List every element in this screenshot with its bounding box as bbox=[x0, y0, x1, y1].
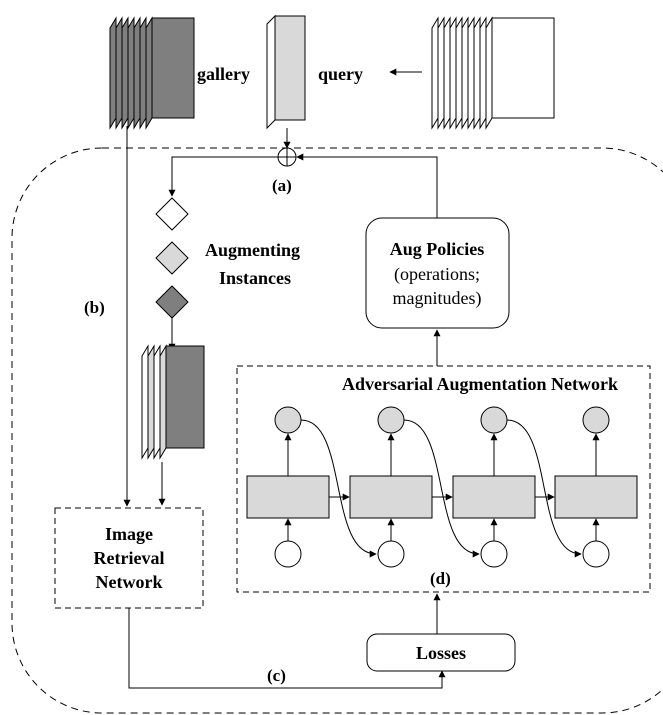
query-image bbox=[266, 14, 306, 130]
output-node bbox=[582, 406, 610, 434]
retrieval-to-losses-arrow bbox=[128, 608, 446, 689]
output-node bbox=[480, 406, 508, 434]
augmented-image-stack bbox=[141, 344, 205, 460]
query-label: query bbox=[318, 64, 363, 84]
stack-slab bbox=[141, 344, 149, 460]
aug-policies-line2: (operations; bbox=[394, 264, 480, 285]
source-image-stack bbox=[431, 16, 555, 130]
stack-slab bbox=[473, 16, 481, 130]
label-b: (b) bbox=[84, 298, 105, 317]
label-c: (c) bbox=[267, 666, 286, 685]
feedback-curve-arrow bbox=[403, 419, 480, 558]
feedback-curve-arrow bbox=[506, 419, 582, 558]
label-d: (d) bbox=[430, 569, 451, 588]
stack-slab bbox=[479, 16, 487, 130]
augmenting-label-line1: Augmenting bbox=[205, 240, 300, 260]
input-node bbox=[274, 540, 302, 568]
output-node bbox=[377, 406, 405, 434]
stack-front-face bbox=[151, 17, 195, 119]
output-node bbox=[274, 406, 302, 434]
retrieval-label-line1: Image bbox=[105, 524, 153, 544]
aug-policies-line3: magnitudes) bbox=[393, 288, 482, 309]
stack-slab bbox=[431, 16, 439, 130]
stack-slab bbox=[139, 16, 147, 130]
aug-policies-box bbox=[365, 217, 510, 329]
augmenting-label-line2: Instances bbox=[219, 268, 291, 288]
stack-slab bbox=[153, 344, 161, 460]
recurrent-cell bbox=[452, 475, 536, 519]
retrieval-label-line3: Network bbox=[96, 572, 163, 592]
label-a: (a) bbox=[272, 176, 292, 195]
losses-box bbox=[366, 633, 516, 672]
stack-front-face bbox=[491, 17, 555, 119]
outer-pipeline-region bbox=[11, 147, 663, 714]
policies-to-combine-arrow bbox=[296, 153, 438, 218]
lstm-chain bbox=[246, 406, 638, 568]
stack-slab bbox=[455, 16, 463, 130]
stack-slab bbox=[145, 16, 153, 130]
instance-diamond-dark bbox=[155, 285, 189, 319]
retrieval-label-line2: Retrieval bbox=[94, 548, 165, 568]
image-retrieval-network-box bbox=[54, 507, 204, 609]
gallery-image-stack bbox=[109, 16, 195, 130]
stack-slab bbox=[485, 16, 493, 130]
losses-label: Losses bbox=[416, 643, 466, 663]
feedback-curve-arrow bbox=[300, 419, 377, 558]
recurrent-cell bbox=[554, 475, 638, 519]
input-node bbox=[377, 540, 405, 568]
input-node bbox=[582, 540, 610, 568]
recurrent-cell bbox=[349, 475, 433, 519]
stack-front-face bbox=[165, 345, 205, 449]
stack-slab bbox=[133, 16, 141, 130]
stack-slab bbox=[109, 16, 117, 130]
stack-slab bbox=[127, 16, 135, 130]
instance-diamond-white bbox=[155, 197, 189, 231]
gallery-label: gallery bbox=[197, 64, 250, 84]
input-node bbox=[480, 540, 508, 568]
stack-slab bbox=[443, 16, 451, 130]
stack-slab bbox=[121, 16, 129, 130]
combine-operator bbox=[277, 147, 297, 167]
aug-policies-title: Aug Policies bbox=[390, 239, 485, 259]
stack-slab bbox=[449, 16, 457, 130]
stack-slab bbox=[467, 16, 475, 130]
recurrent-cell bbox=[246, 475, 330, 519]
stack-slab bbox=[147, 344, 155, 460]
stack-slab bbox=[437, 16, 445, 130]
stack-slab bbox=[159, 344, 167, 460]
combine-to-instances-arrow bbox=[168, 156, 278, 197]
stack-slab bbox=[115, 16, 123, 130]
stack-slab bbox=[461, 16, 469, 130]
instance-diamond-light bbox=[155, 241, 189, 275]
adversarial-title: Adversarial Augmentation Network bbox=[342, 374, 618, 394]
